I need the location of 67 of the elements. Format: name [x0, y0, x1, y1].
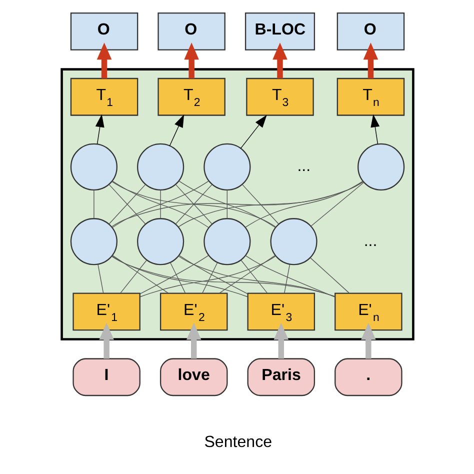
arrow — [96, 42, 112, 78]
connector — [178, 254, 248, 294]
connector — [240, 260, 268, 294]
arrow — [273, 322, 288, 359]
label: Sentence — [204, 432, 272, 451]
node-box: I — [72, 358, 140, 396]
node-circle — [70, 218, 117, 266]
connector — [170, 262, 186, 294]
connector — [218, 255, 275, 294]
connector — [108, 184, 146, 224]
connector — [111, 181, 276, 228]
node-circle — [270, 218, 317, 266]
node-circle — [203, 218, 250, 266]
node-circle — [203, 143, 250, 190]
node-box: O — [157, 12, 225, 50]
arrow — [186, 322, 201, 359]
connector — [178, 181, 363, 228]
node-box: B-LOC — [244, 12, 315, 50]
arrow — [272, 42, 287, 78]
node-box: E'$_{n}$ — [334, 292, 402, 331]
connector — [111, 180, 209, 228]
node-circle — [136, 218, 184, 266]
connector — [139, 256, 276, 298]
node-circle — [136, 143, 184, 190]
arrow — [240, 114, 266, 149]
node-box: . — [334, 358, 402, 396]
node-box: Paris — [246, 358, 315, 396]
node-box: O — [70, 12, 138, 50]
node-box: love — [159, 358, 228, 396]
connector — [178, 180, 276, 228]
node-box: O — [336, 12, 404, 50]
connector — [139, 254, 209, 294]
connector — [110, 182, 364, 227]
node-box: E'$_{1}$ — [72, 292, 140, 331]
connector — [310, 182, 364, 226]
label: ... — [363, 232, 377, 250]
connector — [244, 255, 334, 298]
label: ... — [296, 157, 310, 176]
arrow — [360, 322, 376, 359]
connector — [178, 256, 335, 297]
connector — [97, 264, 104, 294]
node-box: T$_{1}$ — [70, 78, 138, 116]
connector — [93, 190, 94, 219]
arrow — [98, 322, 114, 359]
connector — [226, 190, 227, 219]
connector — [174, 184, 212, 224]
arrow — [168, 114, 184, 146]
connector — [244, 180, 363, 228]
node-box: T$_{3}$ — [246, 78, 314, 116]
connector — [241, 184, 278, 224]
node-box: T$_{2}$ — [157, 78, 225, 116]
arrow — [362, 42, 378, 78]
connector — [202, 262, 218, 294]
node-box: E'$_{3}$ — [246, 292, 315, 331]
arrow — [184, 42, 198, 78]
connector — [111, 256, 335, 297]
connector — [111, 256, 248, 298]
connector — [310, 258, 350, 294]
node-circle — [70, 143, 117, 190]
arrow — [94, 114, 104, 144]
node-circle — [357, 143, 404, 190]
connector — [120, 260, 146, 294]
connector — [284, 264, 290, 294]
connector — [112, 255, 168, 294]
node-box: E'$_{2}$ — [159, 292, 228, 331]
node-box: T$_{n}$ — [336, 78, 404, 116]
arrow — [370, 114, 380, 144]
